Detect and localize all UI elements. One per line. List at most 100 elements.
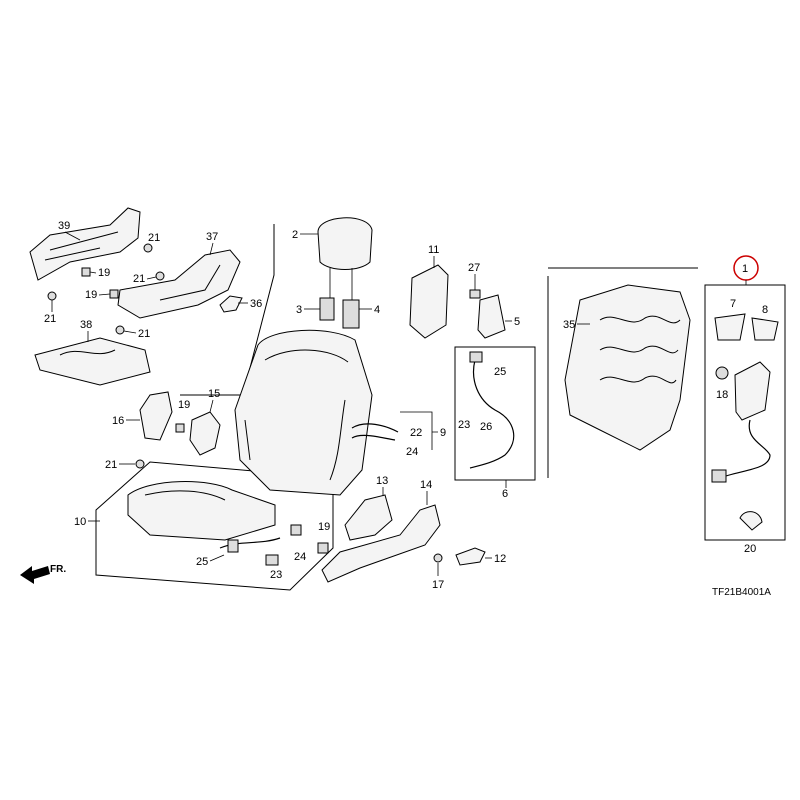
- part-38-pad[interactable]: [34, 337, 151, 386]
- part-36-knob[interactable]: [219, 295, 243, 313]
- part-27-clip[interactable]: [469, 289, 481, 299]
- part-24-clip[interactable]: [290, 524, 302, 536]
- part-6-harness[interactable]: [469, 351, 515, 469]
- callout-26: 26: [480, 421, 492, 433]
- svg-text:16: 16: [112, 415, 124, 427]
- fastener-21-a[interactable]: [143, 243, 153, 253]
- callout-21-lower: 21: [123, 328, 150, 340]
- part-15-bracket[interactable]: [189, 411, 221, 456]
- svg-text:3: 3: [296, 304, 302, 316]
- callout-5: 5: [505, 316, 520, 328]
- part-5-module[interactable]: [477, 294, 506, 339]
- svg-text:6: 6: [502, 488, 508, 500]
- part-13-recliner[interactable]: [344, 494, 393, 541]
- svg-text:24: 24: [294, 551, 306, 563]
- panel-seat-back-frame-box: [547, 267, 698, 478]
- svg-text:11: 11: [428, 244, 439, 256]
- svg-text:1: 1: [742, 263, 748, 275]
- panel-top-left-frame: [180, 224, 275, 396]
- callout-4: 4: [359, 304, 380, 316]
- callout-27: 27: [468, 262, 480, 290]
- svg-text:21: 21: [148, 232, 160, 244]
- svg-text:4: 4: [374, 304, 380, 316]
- fastener-21-c[interactable]: [47, 291, 57, 301]
- svg-text:25: 25: [196, 556, 208, 568]
- part-22-harness[interactable]: [351, 423, 399, 441]
- part-37-trim-cover[interactable]: [117, 249, 241, 319]
- part-20-clip[interactable]: [739, 511, 763, 531]
- part-11-cover[interactable]: [409, 264, 449, 339]
- svg-text:8: 8: [762, 304, 768, 316]
- part-10-seat-cushion[interactable]: [127, 481, 276, 541]
- callout-22: 22: [410, 427, 422, 439]
- part-25-harness-clip[interactable]: [219, 537, 281, 553]
- part-39-side-cover[interactable]: [29, 207, 141, 281]
- callout-37: 37: [206, 231, 218, 256]
- svg-text:7: 7: [730, 298, 736, 310]
- front-direction-indicator: FR.: [20, 564, 66, 584]
- part-19-clip-lower[interactable]: [317, 542, 329, 554]
- svg-text:14: 14: [420, 479, 432, 491]
- callout-3: 3: [296, 304, 320, 316]
- callout-38: 38: [80, 319, 92, 342]
- part-3-guide[interactable]: [319, 297, 335, 321]
- callout-19-side: 19: [178, 399, 190, 411]
- svg-text:19: 19: [85, 289, 97, 301]
- part-2-headrest[interactable]: [317, 217, 373, 300]
- svg-text:21: 21: [44, 313, 56, 325]
- callout-21-left: 21: [44, 300, 56, 325]
- part-4-guide-lock[interactable]: [342, 299, 360, 329]
- callout-1-highlight[interactable]: 1: [733, 255, 759, 285]
- svg-text:26: 26: [480, 421, 492, 433]
- svg-text:FR.: FR.: [50, 564, 66, 575]
- callout-25-cushion: 25: [196, 554, 225, 568]
- svg-text:17: 17: [432, 579, 444, 591]
- fastener-19-c[interactable]: [175, 423, 185, 433]
- callout-23-cushion: 23: [270, 569, 282, 581]
- svg-text:25: 25: [494, 366, 506, 378]
- fastener-19-b[interactable]: [109, 289, 119, 299]
- fastener-21-b[interactable]: [155, 271, 165, 281]
- callout-6: 6: [502, 480, 508, 500]
- part-35-seat-back-frame[interactable]: [564, 284, 691, 451]
- svg-text:22: 22: [410, 427, 422, 439]
- part-16-recliner-cover[interactable]: [139, 391, 173, 441]
- part-17-screw[interactable]: [433, 553, 443, 563]
- part-8-bracket[interactable]: [751, 317, 779, 341]
- svg-text:23: 23: [270, 569, 282, 581]
- fastener-21-d[interactable]: [115, 325, 125, 335]
- fastener-21-e[interactable]: [135, 459, 145, 469]
- callout-13: 13: [376, 475, 388, 496]
- panel-airbag-box: [704, 284, 786, 541]
- panel-cushion-box: [95, 461, 334, 591]
- part-7-bracket[interactable]: [714, 313, 746, 341]
- seat-back-cushion[interactable]: [234, 329, 373, 496]
- callout-9: 9: [400, 411, 446, 450]
- callout-16: 16: [112, 415, 140, 427]
- svg-text:37: 37: [206, 231, 218, 243]
- part-14-outer-trim[interactable]: [321, 504, 441, 583]
- part-12-knob[interactable]: [455, 547, 486, 566]
- part-23-connector[interactable]: [265, 554, 279, 566]
- callout-19-top: 19: [89, 267, 110, 279]
- svg-text:10: 10: [74, 516, 86, 528]
- callout-12: 12: [485, 553, 506, 565]
- fastener-19-a[interactable]: [81, 267, 91, 277]
- svg-text:21: 21: [138, 328, 150, 340]
- svg-text:19: 19: [318, 521, 330, 533]
- callout-21-front: 21: [105, 459, 135, 471]
- svg-text:12: 12: [494, 553, 506, 565]
- svg-text:36: 36: [250, 298, 262, 310]
- svg-text:20: 20: [744, 543, 756, 555]
- callout-2: 2: [292, 229, 318, 241]
- svg-text:21: 21: [133, 273, 145, 285]
- callout-7: 7: [730, 298, 736, 310]
- svg-text:TF21B4001A: TF21B4001A: [712, 587, 771, 598]
- callout-19-mid: 19: [85, 289, 111, 301]
- part-18-grommet[interactable]: [715, 366, 729, 380]
- callout-8: 8: [762, 304, 768, 316]
- svg-text:18: 18: [716, 389, 728, 401]
- svg-text:21: 21: [105, 459, 117, 471]
- part-1-side-airbag[interactable]: [711, 361, 771, 483]
